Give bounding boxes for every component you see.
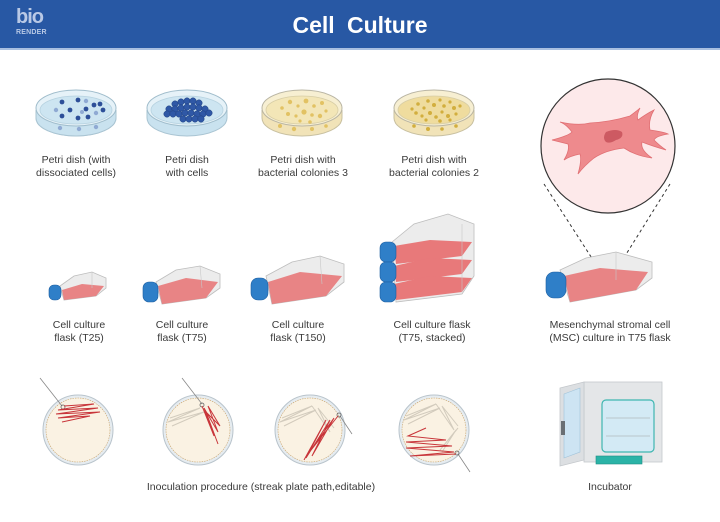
- streak-plate-step-1-icon: [39, 377, 114, 466]
- petri-dish-bacterial-2-icon: [393, 89, 475, 137]
- incubator-icon: [559, 381, 663, 467]
- msc-magnified-cell-icon: [540, 78, 676, 281]
- flask-msc-t75-icon: [545, 251, 653, 303]
- page-title: Cell Culture: [292, 12, 428, 38]
- header-bar: bio RENDER Cell Culture: [0, 0, 720, 50]
- label-petri-bacterial-2: Petri dish with bacterial colonies 2: [389, 154, 479, 179]
- flask-t75-icon: [142, 265, 221, 305]
- label-streak-procedure: Inoculation procedure (streak plate path…: [146, 481, 376, 493]
- label-petri-bacterial-3: Petri dish with bacterial colonies 3: [258, 154, 348, 179]
- label-flask-t25: Cell culture flask (T25): [52, 319, 106, 344]
- streak-plate-step-2-icon: [162, 377, 234, 466]
- petri-dish-cells-icon: [146, 89, 228, 137]
- petri-dish-dissociated-icon: [35, 89, 117, 137]
- logo-bio-text: bio: [16, 6, 44, 28]
- biorender-logo[interactable]: bio RENDER: [16, 7, 56, 43]
- petri-dish-bacterial-3-icon: [261, 89, 343, 137]
- label-flask-t75: Cell culture flask (T75): [155, 319, 209, 344]
- label-incubator: Incubator: [588, 481, 632, 493]
- streak-plate-step-3-icon: [274, 394, 353, 466]
- label-petri-dissociated: Petri dish (with dissociated cells): [36, 154, 116, 179]
- label-petri-cells: Petri dish with cells: [165, 154, 209, 179]
- label-flask-t75-stacked: Cell culture flask (T75, stacked): [393, 319, 471, 344]
- label-flask-t150: Cell culture flask (T150): [270, 319, 326, 344]
- logo-render-text: RENDER: [16, 29, 47, 36]
- label-msc-culture: Mesenchymal stromal cell (MSC) culture i…: [549, 319, 671, 344]
- streak-plate-step-4-icon: [398, 394, 471, 473]
- flask-t25-icon: [48, 271, 107, 301]
- flask-t150-icon: [250, 255, 345, 305]
- flask-t75-stacked-icon: [379, 213, 475, 303]
